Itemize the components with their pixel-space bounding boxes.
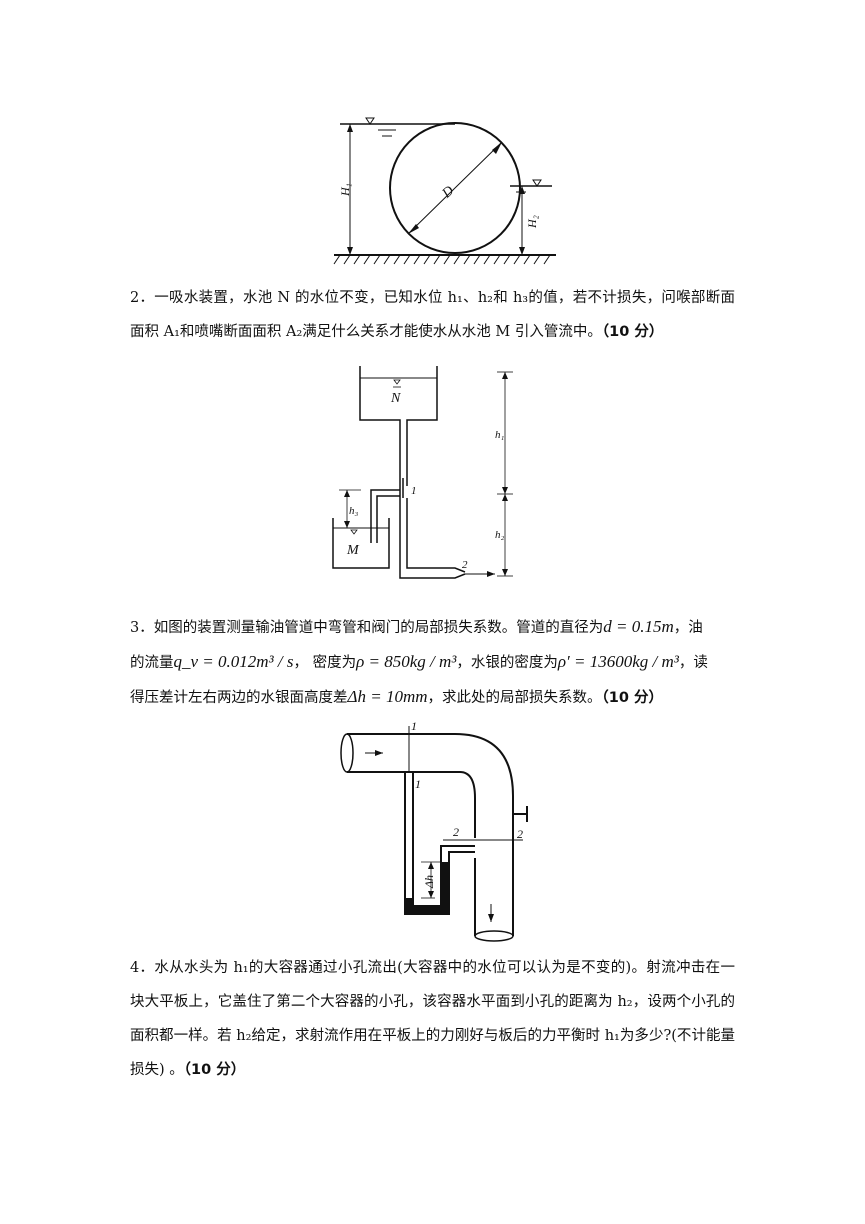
question-3-line-3: 得压差计左右两边的水银面高度差Δh = 10mm，求此处的局部损失系数。（10 …	[130, 687, 663, 706]
question-4-points: （10 分）	[183, 1062, 246, 1078]
question-2: 2．一吸水装置，水池 N 的水位不变，已知水位 h₁、h₂和 h₃的值，若不计损…	[130, 281, 735, 349]
label-m: M	[346, 543, 360, 558]
height-difference-value: Δh = 10mm	[347, 687, 428, 706]
label-n: N	[390, 391, 401, 406]
diameter-value: d = 0.15m	[603, 617, 674, 636]
oil-density-value: ρ = 850kg / m³	[356, 652, 457, 671]
cylinder-circle	[389, 122, 521, 254]
label-delta-h: Δh	[422, 875, 436, 889]
figure-pipe-bend-manometer: 1 1 2 2 Δh	[335, 718, 535, 946]
figure-suction-device: N 1 2 M h₃ h₁ h₂	[325, 358, 540, 590]
label-h1: h₁	[495, 429, 505, 441]
question-3-line-2: 的流量q_v = 0.012m³ / s， 密度为ρ = 850kg / m³，…	[130, 652, 708, 671]
question-3: 3．如图的装置测量输油管道中弯管和阀门的局部损失系数。管道的直径为d = 0.1…	[130, 610, 735, 715]
label-section-1-top: 1	[411, 719, 417, 733]
label-section-2: 2	[462, 559, 468, 571]
label-h1: H₁	[338, 183, 352, 197]
label-h2: H₂	[525, 215, 539, 229]
question-4-text: 4．水从水头为 h₁的大容器通过小孔流出(大容器中的水位可以认为是不变的)。射流…	[130, 960, 735, 1078]
label-h3: h₃	[349, 505, 359, 517]
question-4: 4．水从水头为 h₁的大容器通过小孔流出(大容器中的水位可以认为是不变的)。射流…	[130, 951, 735, 1087]
question-3-line-1: 3．如图的装置测量输油管道中弯管和阀门的局部损失系数。管道的直径为d = 0.1…	[130, 617, 703, 636]
figure-cylinder: D H₁ H₂	[330, 110, 560, 272]
mercury-density-value: ρ′ = 13600kg / m³	[557, 652, 679, 671]
question-2-points: （10 分）	[601, 324, 664, 340]
question-3-points: （10 分）	[601, 690, 663, 706]
flow-rate-value: q_v = 0.012m³ / s	[173, 652, 294, 671]
label-d: D	[439, 183, 457, 202]
label-section-1: 1	[411, 485, 417, 497]
label-section-2-right: 2	[517, 827, 523, 841]
question-2-text: 2．一吸水装置，水池 N 的水位不变，已知水位 h₁、h₂和 h₃的值，若不计损…	[130, 290, 735, 340]
label-section-2-left: 2	[453, 825, 459, 839]
label-section-1-bottom: 1	[415, 777, 421, 791]
label-h2: h₂	[495, 529, 505, 541]
